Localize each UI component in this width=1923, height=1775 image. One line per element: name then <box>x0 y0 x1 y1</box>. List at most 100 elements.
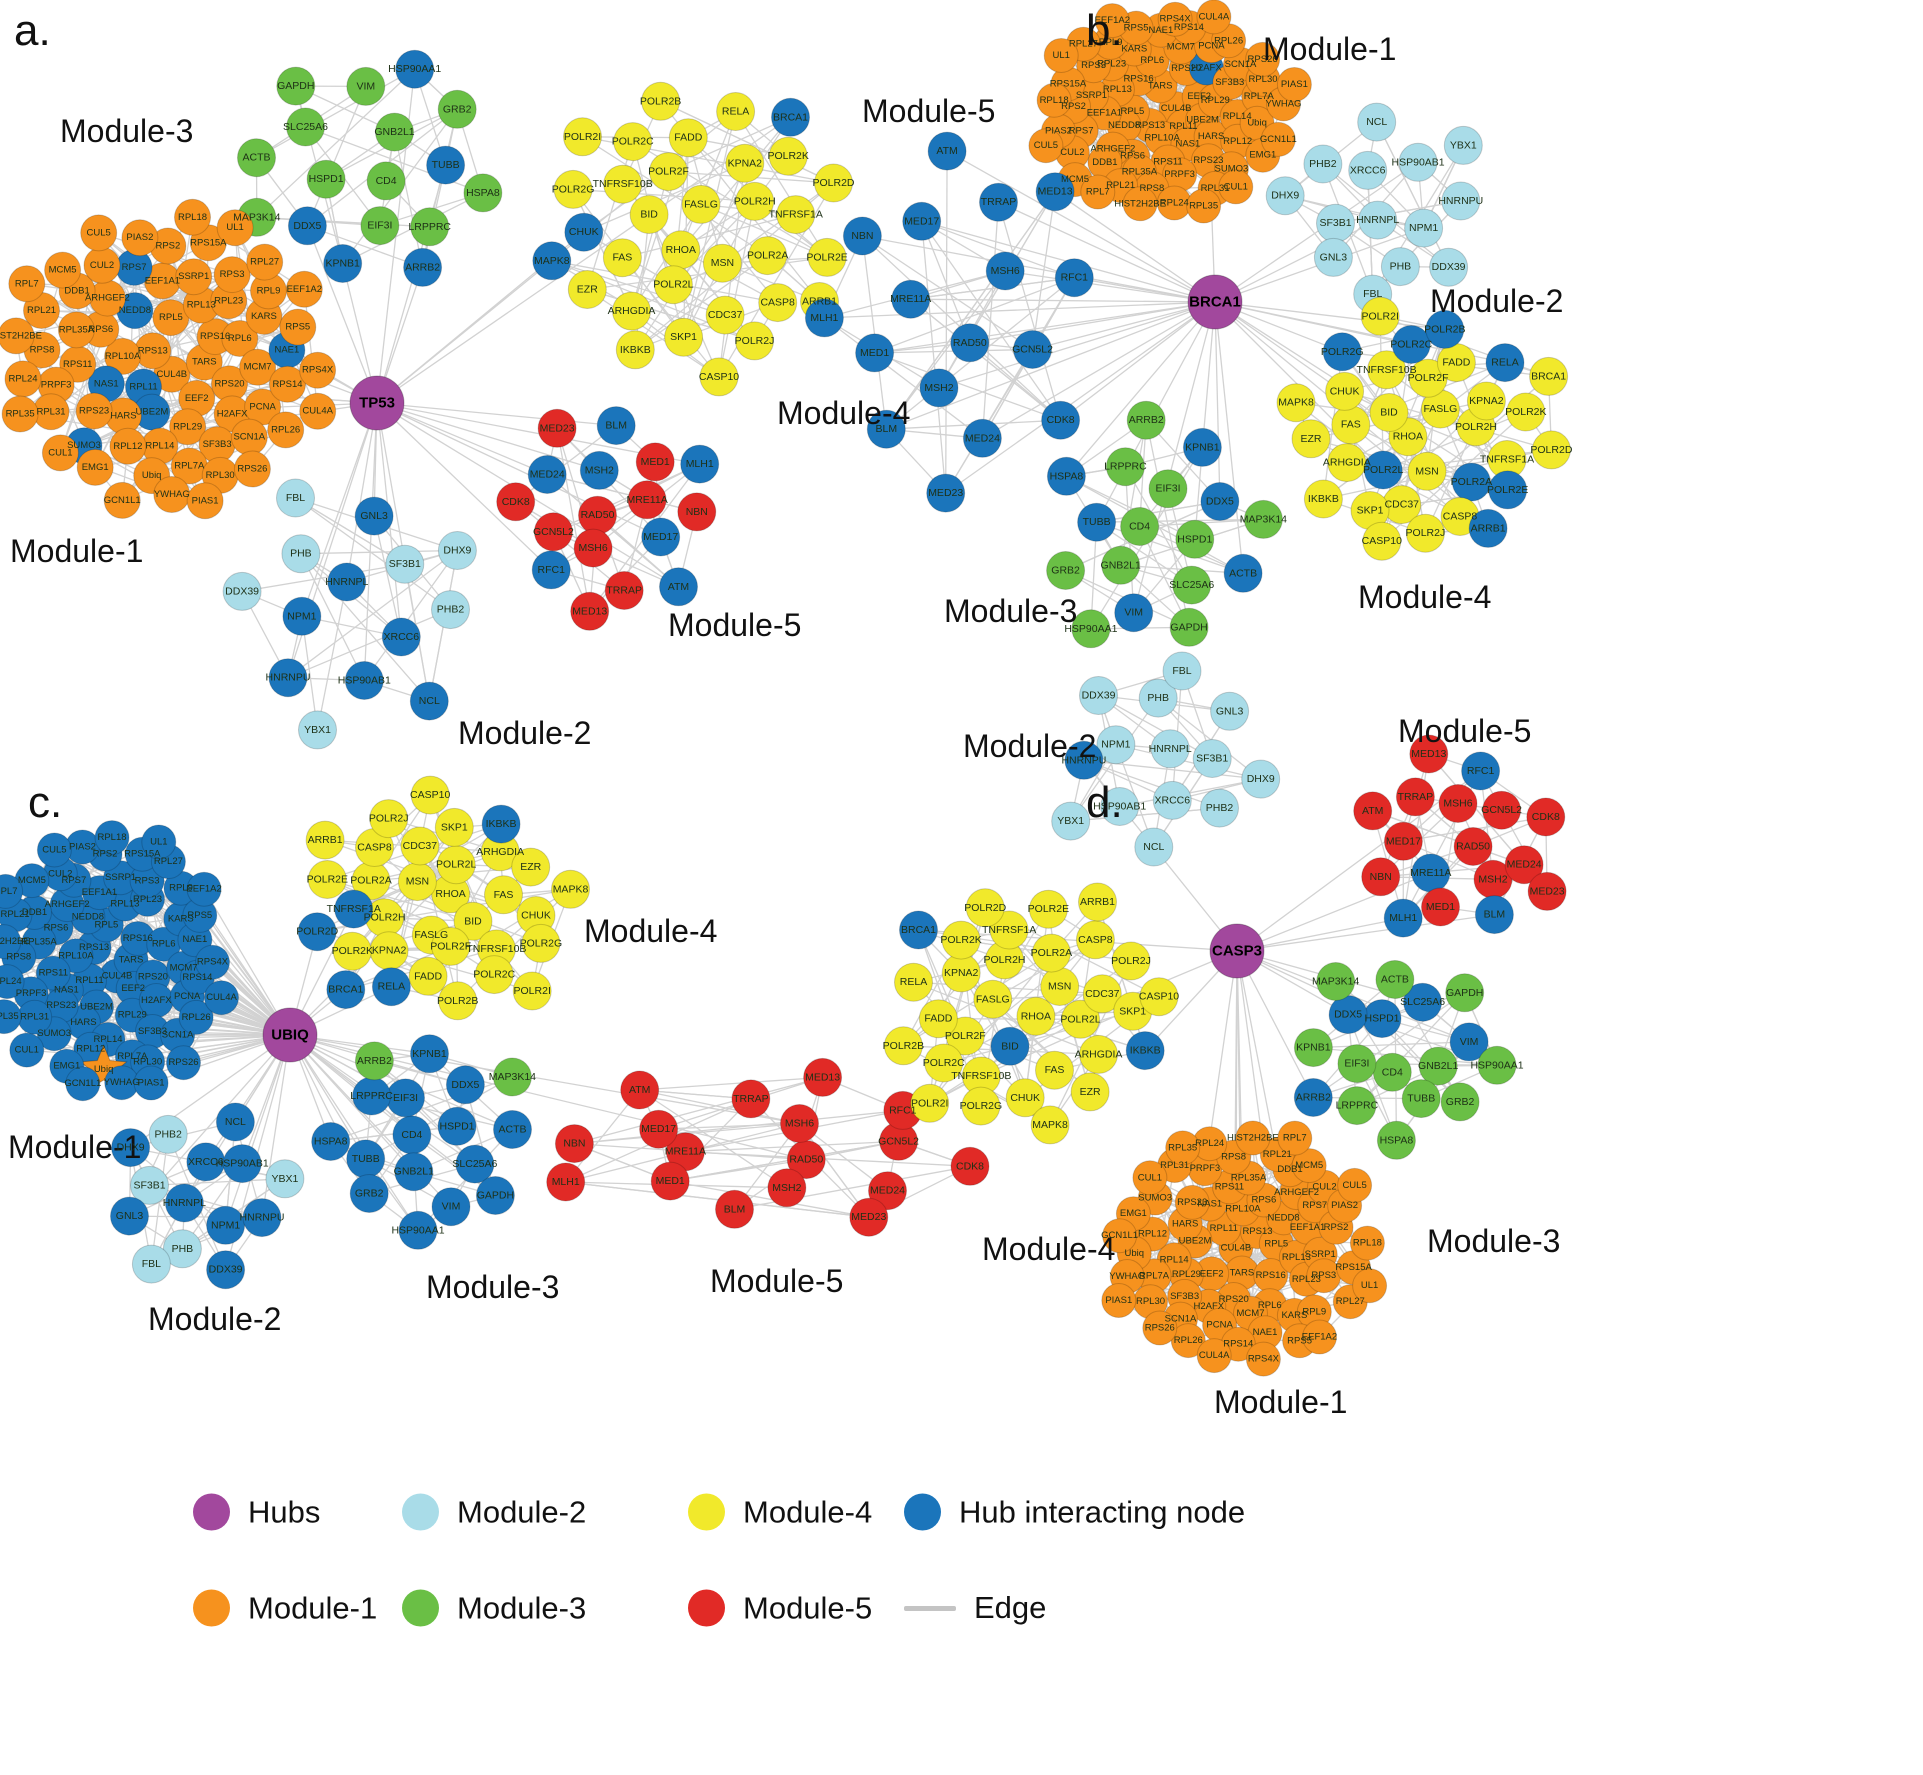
node-POLR2K[interactable] <box>1506 392 1546 432</box>
node-RPL35A[interactable] <box>57 311 95 349</box>
node-NBN[interactable] <box>1361 857 1401 897</box>
node-ARRB2[interactable] <box>354 1041 394 1081</box>
node-BID[interactable] <box>1369 393 1409 432</box>
node-HIST2H2BE[interactable] <box>1122 186 1158 222</box>
node-MSH6[interactable] <box>573 528 613 568</box>
node-MED17[interactable] <box>641 517 681 557</box>
node-POLR2D[interactable] <box>965 888 1005 928</box>
node-CUL5[interactable] <box>80 214 118 252</box>
node-TNFRSF10B[interactable] <box>603 164 643 204</box>
node-FADD[interactable] <box>918 999 958 1039</box>
node-CUL4A[interactable] <box>1196 0 1232 35</box>
node-RPL18[interactable] <box>94 820 130 856</box>
node-GRB2[interactable] <box>1046 551 1086 590</box>
node-GAPDH[interactable] <box>475 1176 515 1215</box>
node-SLC25A6[interactable] <box>1403 982 1443 1022</box>
node-ARHGDIA[interactable] <box>1079 1034 1118 1074</box>
node-MAP3K14[interactable] <box>1243 499 1283 539</box>
node-CDK8[interactable] <box>496 482 536 522</box>
node-TNFRSF1A[interactable] <box>989 910 1029 950</box>
node-RPL26[interactable] <box>1170 1323 1206 1359</box>
node-MED13[interactable] <box>1409 734 1449 774</box>
node-TUBB[interactable] <box>1401 1079 1441 1119</box>
node-POLR2B[interactable] <box>1425 309 1465 349</box>
node-XRCC6[interactable] <box>1348 150 1388 190</box>
node-RPS26[interactable] <box>1245 41 1281 77</box>
node-CUL1[interactable] <box>41 434 79 472</box>
node-TUBB[interactable] <box>426 145 466 185</box>
node-PIAS1[interactable] <box>1276 67 1312 102</box>
node-RPS5[interactable] <box>279 308 317 346</box>
node-POLR2E[interactable] <box>307 860 347 899</box>
node-MLH1[interactable] <box>680 444 720 484</box>
node-DDX5[interactable] <box>445 1065 485 1105</box>
node-RPL35[interactable] <box>0 999 22 1035</box>
node-RPS14[interactable] <box>269 365 306 403</box>
node-MSH6[interactable] <box>1438 784 1478 823</box>
node-PIAS1[interactable] <box>186 482 224 520</box>
node-PIAS1[interactable] <box>133 1065 169 1101</box>
node-CDC37[interactable] <box>400 826 440 866</box>
node-RFC1[interactable] <box>531 550 571 590</box>
node-HSP90AA1[interactable] <box>1477 1045 1517 1085</box>
node-CUL4A[interactable] <box>204 980 239 1016</box>
node-NBN[interactable] <box>677 492 717 532</box>
node-MED24[interactable] <box>868 1171 907 1211</box>
hub-BRCA1[interactable] <box>1187 274 1243 330</box>
node-RPS26[interactable] <box>166 1045 201 1081</box>
node-CDC37[interactable] <box>1082 974 1122 1014</box>
node-RPS23[interactable] <box>75 392 113 430</box>
node-EZR[interactable] <box>567 270 607 309</box>
node-GRB2[interactable] <box>437 89 477 129</box>
node-EZR[interactable] <box>1070 1072 1110 1112</box>
node-HSP90AB1[interactable] <box>344 661 384 700</box>
node-BID[interactable] <box>453 901 493 941</box>
node-FASLG[interactable] <box>973 979 1013 1019</box>
node-POLR2H[interactable] <box>735 181 775 221</box>
node-KPNB1[interactable] <box>323 244 363 283</box>
node-MAPK8[interactable] <box>1030 1105 1070 1145</box>
node-GNB2L1[interactable] <box>375 112 414 152</box>
node-TNFRSF1A[interactable] <box>334 889 374 929</box>
node-CUL1[interactable] <box>9 1032 45 1068</box>
node-HNRNPL[interactable] <box>1150 729 1190 769</box>
node-MAPK8[interactable] <box>1276 383 1316 423</box>
node-FADD[interactable] <box>408 956 448 996</box>
node-RPS26[interactable] <box>233 450 271 488</box>
node-MED23[interactable] <box>1527 871 1567 911</box>
node-CASP10[interactable] <box>699 357 739 397</box>
node-CASP10[interactable] <box>1139 977 1179 1017</box>
node-FBL[interactable] <box>1162 651 1202 691</box>
node-MED17[interactable] <box>639 1109 679 1149</box>
node-ATM[interactable] <box>927 131 967 171</box>
node-EEF1A2[interactable] <box>285 270 323 308</box>
node-HNRNPU[interactable] <box>242 1198 282 1238</box>
node-SF3B1[interactable] <box>1192 739 1232 778</box>
node-NCL[interactable] <box>1134 827 1174 867</box>
node-FBL[interactable] <box>131 1244 171 1284</box>
node-IKBKB[interactable] <box>481 804 521 844</box>
node-ARHGDIA[interactable] <box>1327 443 1367 483</box>
node-SKP1[interactable] <box>664 317 704 357</box>
node-CD4[interactable] <box>366 161 406 201</box>
node-DDX39[interactable] <box>222 571 262 611</box>
node-MSN[interactable] <box>702 243 742 283</box>
node-GAPDH[interactable] <box>1445 973 1485 1013</box>
node-EEF1A2[interactable] <box>186 871 222 907</box>
node-GAPDH[interactable] <box>276 66 316 106</box>
node-RPL18[interactable] <box>174 198 211 236</box>
node-SLC25A6[interactable] <box>455 1144 495 1184</box>
node-DDX39[interactable] <box>1079 676 1118 715</box>
node-PHB2[interactable] <box>1303 144 1343 184</box>
node-CUL5[interactable] <box>1028 128 1064 164</box>
node-YBX1[interactable] <box>1051 801 1091 841</box>
node-VIM[interactable] <box>346 66 386 106</box>
node-RELA[interactable] <box>716 92 756 131</box>
node-SSRP1[interactable] <box>175 258 213 296</box>
node-GNB2L1[interactable] <box>394 1152 434 1192</box>
node-NPM1[interactable] <box>282 596 322 636</box>
node-FADD[interactable] <box>668 118 708 158</box>
node-MED1[interactable] <box>1421 887 1460 927</box>
node-DHX9[interactable] <box>437 531 477 570</box>
node-PHB2[interactable] <box>1200 788 1239 828</box>
